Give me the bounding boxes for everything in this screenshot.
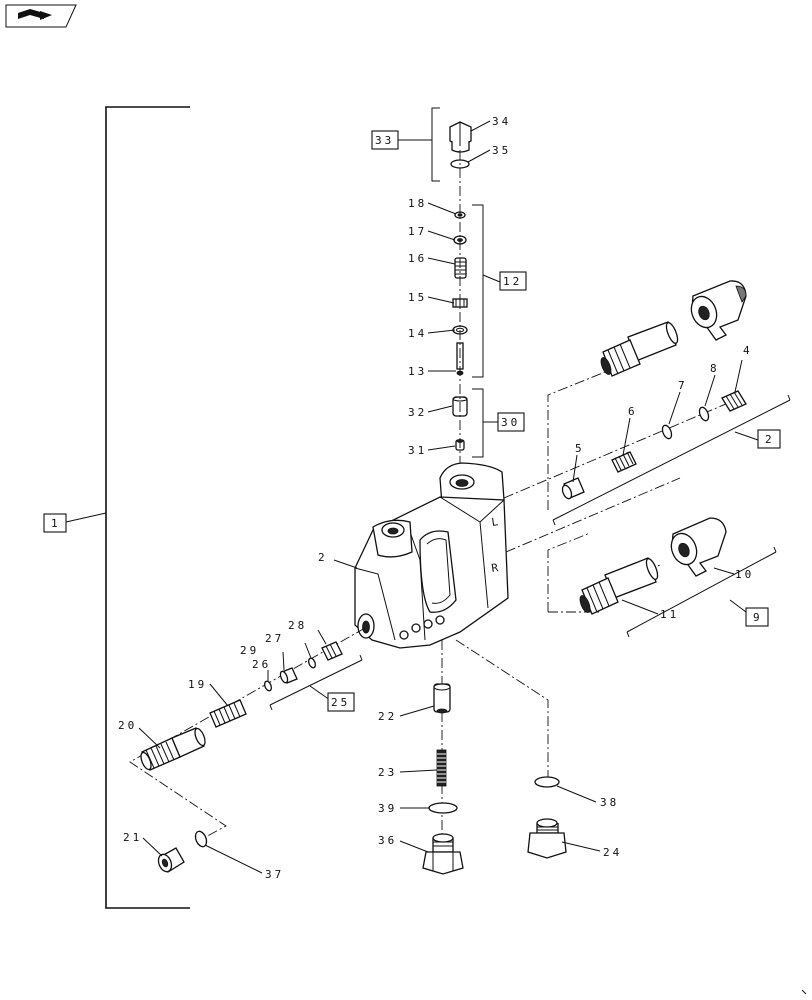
plug-4	[721, 390, 747, 412]
callout-22: 22	[378, 710, 397, 723]
callout-14: 14	[408, 327, 427, 340]
boxed-label-9: 9	[753, 611, 763, 624]
callout-35: 35	[492, 144, 511, 157]
oring-27	[307, 657, 317, 669]
spool-20	[140, 727, 206, 771]
callout-8: 8	[710, 362, 720, 375]
upper-valve-cartridge	[600, 321, 679, 377]
callout-21: 21	[123, 831, 142, 844]
box-2	[757, 429, 781, 449]
boxed-label-30: 30	[501, 416, 520, 429]
oring-37	[194, 830, 208, 848]
center-line-left	[129, 627, 366, 841]
book-arrow-icon	[18, 9, 52, 20]
callout-32: 32	[408, 406, 427, 419]
callout-2: 2	[318, 551, 328, 564]
oring-39	[428, 802, 458, 814]
group-25	[263, 641, 363, 711]
plug-24	[527, 818, 567, 859]
callout-17: 17	[408, 225, 427, 238]
callout-16: 16	[408, 252, 427, 265]
spring-19	[209, 699, 247, 728]
boxed-label-12: 12	[503, 275, 522, 288]
center-line-plug-24	[455, 639, 549, 780]
boxed-labels: 1 2 9 12 25 30 33	[43, 130, 781, 712]
callout-18: 18	[408, 197, 427, 210]
spring-23	[436, 749, 447, 787]
box-12	[499, 271, 527, 291]
plug-34	[449, 121, 472, 153]
callout-labels: 2 4 5 6 7 8 10 11 13 14 15 16 17 18 19 2…	[118, 115, 754, 881]
callout-24: 24	[603, 846, 622, 859]
oring-7	[661, 424, 673, 440]
callout-4: 4	[743, 344, 753, 357]
callout-34: 34	[492, 115, 511, 128]
group-33	[398, 107, 491, 182]
callout-13: 13	[408, 365, 427, 378]
assembly-bracket-1	[65, 106, 190, 909]
callout-26: 26	[252, 658, 271, 671]
callout-15: 15	[408, 291, 427, 304]
box-25	[327, 692, 355, 712]
callout-20: 20	[118, 719, 137, 732]
plug-28	[321, 641, 343, 661]
leader-lines	[138, 202, 743, 874]
callout-6: 6	[628, 405, 638, 418]
center-line-mid-right	[505, 477, 681, 553]
boxed-label-25: 25	[331, 696, 350, 709]
boxed-label-33: 33	[375, 134, 394, 147]
box-9	[745, 607, 769, 627]
plug-21	[157, 847, 185, 873]
box-30	[497, 412, 525, 432]
callout-28: 28	[288, 619, 307, 632]
callout-36: 36	[378, 834, 397, 847]
sleeve-22	[433, 683, 451, 714]
callout-29: 29	[240, 644, 259, 657]
box-33	[371, 130, 399, 150]
callout-27: 27	[265, 632, 284, 645]
upper-valve-cap	[690, 280, 747, 341]
body-mark-right: R	[491, 561, 500, 575]
nav-tab[interactable]	[5, 4, 77, 28]
oring-26	[263, 680, 273, 692]
center-line-upper-right	[503, 397, 741, 499]
callout-19: 19	[188, 678, 207, 691]
body-mark-left: L	[491, 515, 500, 529]
group-2	[552, 390, 791, 526]
box-1	[43, 513, 67, 533]
callout-11: 11	[660, 608, 679, 621]
oring-8	[698, 406, 710, 422]
callout-10: 10	[735, 568, 754, 581]
oring-38	[534, 776, 560, 788]
callout-37: 37	[265, 868, 284, 881]
spring-16	[454, 257, 467, 279]
boxed-label-2: 2	[765, 433, 775, 446]
callout-31: 31	[408, 444, 427, 457]
spring-6	[611, 451, 637, 473]
lower-valve-cap-10	[670, 517, 727, 577]
valve-body-2: L R	[354, 462, 509, 649]
lower-valve-cartridge-11	[579, 557, 659, 615]
plug-36	[422, 833, 464, 875]
callout-23: 23	[378, 766, 397, 779]
callout-38: 38	[600, 796, 619, 809]
part-5	[561, 477, 585, 500]
callout-7: 7	[678, 379, 688, 392]
boxed-label-1: 1	[51, 517, 61, 530]
corner-tick	[801, 989, 807, 995]
callout-5: 5	[575, 442, 585, 455]
center-line-upper-valve	[547, 369, 611, 510]
part-29	[279, 667, 298, 684]
group-9	[626, 546, 777, 638]
callout-39: 39	[378, 802, 397, 815]
